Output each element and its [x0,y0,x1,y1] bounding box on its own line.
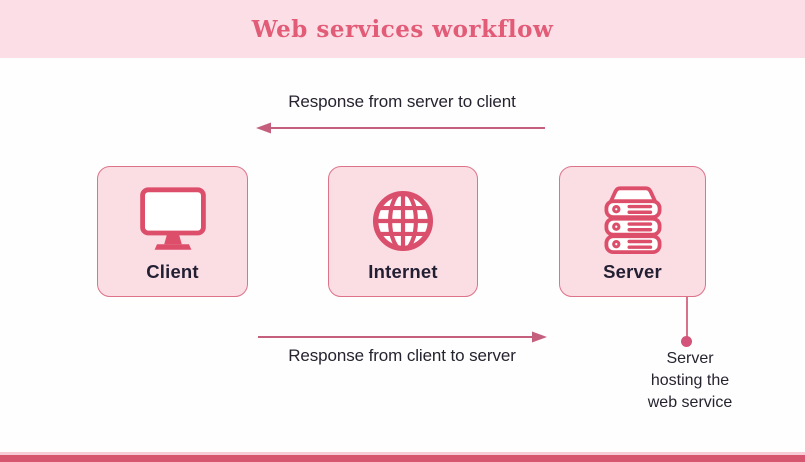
node-client: Client [97,166,248,297]
flow-label-client-to-server: Response from client to server [288,346,516,365]
globe-icon [372,190,434,252]
bottom-light-strip [0,452,805,455]
bottom-rose-bar [0,455,805,462]
arrow-right-icon [258,331,547,343]
node-label-internet: Internet [368,261,438,282]
callout-line-2: hosting the [650,372,730,389]
node-label-client: Client [146,261,199,282]
flow-label-server-to-client: Response from server to client [288,92,516,111]
callout-dot [681,336,692,347]
arrow-left-icon [256,122,545,134]
server-stack-icon [604,186,661,255]
node-internet: Internet [328,166,478,297]
callout-line-3: web service [647,394,733,411]
callout-server-hosting: Server hosting the web service [615,348,765,414]
node-server: Server [559,166,706,297]
callout-line-1: Server [666,350,714,367]
header-band: Web services workflow [0,0,805,58]
page-title: Web services workflow [251,15,554,43]
callout-connector-line [686,297,688,338]
monitor-icon [139,187,206,250]
node-label-server: Server [603,261,662,282]
